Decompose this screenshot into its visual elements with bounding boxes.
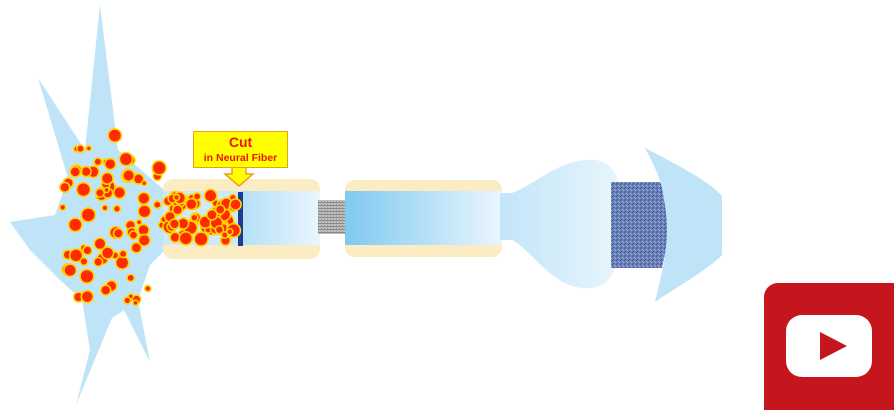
vesicle (135, 218, 143, 226)
vesicle (79, 268, 95, 284)
vesicle (112, 185, 127, 200)
vesicle (100, 171, 114, 185)
cut-line (238, 192, 243, 246)
postsynaptic-membrane (611, 182, 668, 268)
vesicle (75, 144, 85, 154)
vesicle (93, 237, 107, 251)
vesicle (80, 207, 97, 223)
vesicle (132, 299, 139, 307)
vesicle (68, 248, 84, 263)
vesicle (226, 227, 234, 236)
axon-segment-2 (345, 191, 502, 245)
vesicle (193, 231, 209, 247)
youtube-play-icon (786, 315, 872, 377)
vesicle (203, 188, 218, 203)
vesicle (63, 263, 78, 278)
vesicle (75, 181, 92, 198)
vesicle (69, 165, 82, 178)
axon-terminal (500, 159, 622, 289)
vesicle (128, 230, 139, 240)
postsynaptic-cell (645, 148, 722, 302)
vesicle (123, 296, 132, 305)
vesicle (58, 203, 67, 212)
vesicle (130, 241, 143, 254)
vesicle (190, 213, 199, 222)
vesicle (184, 197, 198, 211)
vesicle (151, 160, 167, 176)
vesicle (118, 151, 134, 167)
vesicle (67, 217, 83, 233)
node-of-ranvier (318, 200, 350, 234)
vesicle (126, 273, 136, 283)
callout-subtitle: in Neural Fiber (203, 152, 278, 164)
vesicle (79, 256, 89, 267)
vesicle (80, 289, 95, 304)
vesicle (168, 218, 181, 230)
vesicle (82, 245, 93, 256)
vesicle (94, 187, 105, 198)
vesicle (103, 186, 110, 194)
vesicle (137, 204, 152, 219)
vesicle (100, 246, 115, 260)
vesicle (172, 193, 181, 202)
vesicle (214, 224, 225, 235)
vesicle (229, 198, 242, 211)
vesicle (118, 249, 128, 259)
vesicle (178, 231, 194, 246)
vesicle (137, 191, 151, 206)
vesicle (112, 227, 124, 239)
vesicle (137, 233, 151, 247)
vesicle (92, 256, 104, 268)
vesicle (144, 284, 152, 293)
vesicle (206, 208, 219, 221)
vesicle (80, 165, 92, 178)
vesicle (122, 168, 136, 183)
vesicle (59, 181, 71, 194)
callout-arrow (222, 166, 256, 187)
vesicle (152, 200, 162, 210)
vesicle (103, 157, 117, 171)
callout-title: Cut (228, 134, 253, 150)
video-play-badge[interactable] (764, 283, 894, 410)
vesicle (101, 204, 109, 212)
vesicle (214, 204, 226, 215)
vesicle (107, 128, 123, 143)
vesicle (171, 204, 184, 216)
vesicle (99, 284, 112, 297)
cut-callout: Cut in Neural Fiber (193, 131, 288, 168)
vesicle (85, 145, 93, 152)
vesicle (112, 204, 122, 214)
vesicles (58, 128, 242, 307)
vesicle (192, 192, 202, 202)
vesicle (140, 179, 148, 187)
cell-body (10, 5, 170, 405)
vesicle (93, 157, 103, 167)
